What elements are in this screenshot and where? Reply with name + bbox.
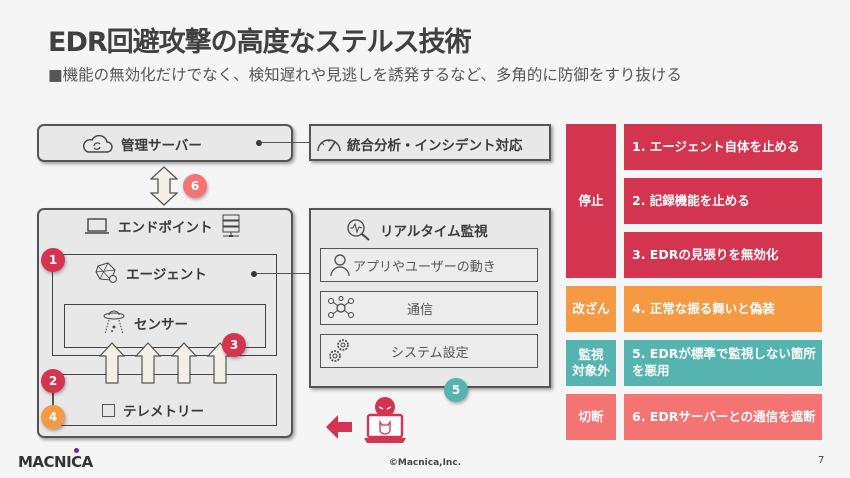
technique-3: 3. EDRの見張りを無効化 (624, 232, 822, 278)
square-icon (102, 403, 115, 417)
sensor-label: センサー (134, 317, 188, 333)
badge-3: 3 (222, 333, 246, 357)
management-server-label: 管理サーバー (121, 138, 202, 154)
page-number: 7 (818, 455, 825, 466)
left-arrow-icon (326, 415, 352, 439)
monitor-item-system-settings: システム設定 (320, 334, 538, 368)
analysis-label: 統合分析・インシデント対応 (347, 138, 523, 154)
analysis-box: 統合分析・インシデント対応 (309, 124, 551, 161)
badge-1: 1 (41, 248, 65, 272)
connector-dot (256, 140, 262, 146)
monitor-item-communication: 通信 (320, 291, 538, 325)
page-subtitle: ■機能の無効化だけでなく、検知遅れや見逃しを誘発するなど、多角的に防御をすり抜け… (48, 66, 682, 84)
badge-5: 5 (444, 378, 468, 402)
badge-4: 4 (41, 405, 65, 429)
sensor-box (64, 304, 266, 348)
realtime-label: リアルタイム監視 (380, 224, 488, 240)
gauge-icon (317, 139, 341, 152)
technique-4: 4. 正常な振る舞いと偽装 (624, 286, 822, 332)
user-icon (330, 254, 350, 277)
monitor-item-label: 通信 (407, 302, 434, 318)
management-server-box: 管理サーバー (37, 124, 293, 162)
laptop-icon (85, 218, 109, 234)
category-out-of-scope: 監視 対象外 (566, 340, 616, 386)
technique-2: 2. 記録機能を止める (624, 178, 822, 224)
gears-icon (329, 339, 349, 362)
category-stop: 停止 (566, 124, 616, 278)
hub-icon (328, 296, 354, 318)
connector-line (258, 142, 312, 143)
connector-line (52, 390, 54, 415)
page-title: EDR回避攻撃の高度なステルス技術 (48, 27, 472, 58)
hacker-icon (364, 397, 406, 443)
badge-2: 2 (41, 369, 65, 393)
monitor-item-label: アプリやユーザーの動き (353, 259, 496, 275)
server-icon (222, 214, 239, 237)
category-tamper: 改ざん (566, 286, 616, 332)
ufo-sensor-icon (103, 310, 125, 335)
connector-line (255, 273, 309, 274)
magnifier-pulse-icon (347, 219, 370, 241)
category-disconnect: 切断 (566, 394, 616, 440)
technique-1: 1. エージェント自体を止める (624, 124, 822, 170)
copyright: ©Macnica,Inc. (388, 458, 462, 468)
endpoint-label: エンドポイント (118, 220, 213, 236)
endpoint-box (37, 208, 293, 438)
telemetry-label: テレメトリー (123, 404, 204, 420)
monitor-item-app-user: アプリやユーザーの動き (320, 248, 538, 282)
logo-dot (74, 448, 79, 453)
monitor-item-label: システム設定 (391, 345, 469, 361)
badge-6: 6 (183, 174, 207, 198)
macnica-logo: MACNICA (18, 448, 93, 471)
cloud-sync-icon (82, 134, 113, 153)
technique-5: 5. EDRが標準で監視しない箇所 を悪用 (624, 340, 822, 386)
connector-dot (251, 271, 257, 277)
network-icon (95, 262, 117, 283)
agent-label: エージェント (126, 267, 207, 283)
technique-6: 6. EDRサーバーとの通信を遮断 (624, 394, 822, 440)
agent-box (52, 254, 277, 356)
up-arrows-icon (98, 342, 234, 384)
bidirectional-arrow-icon (150, 166, 178, 206)
